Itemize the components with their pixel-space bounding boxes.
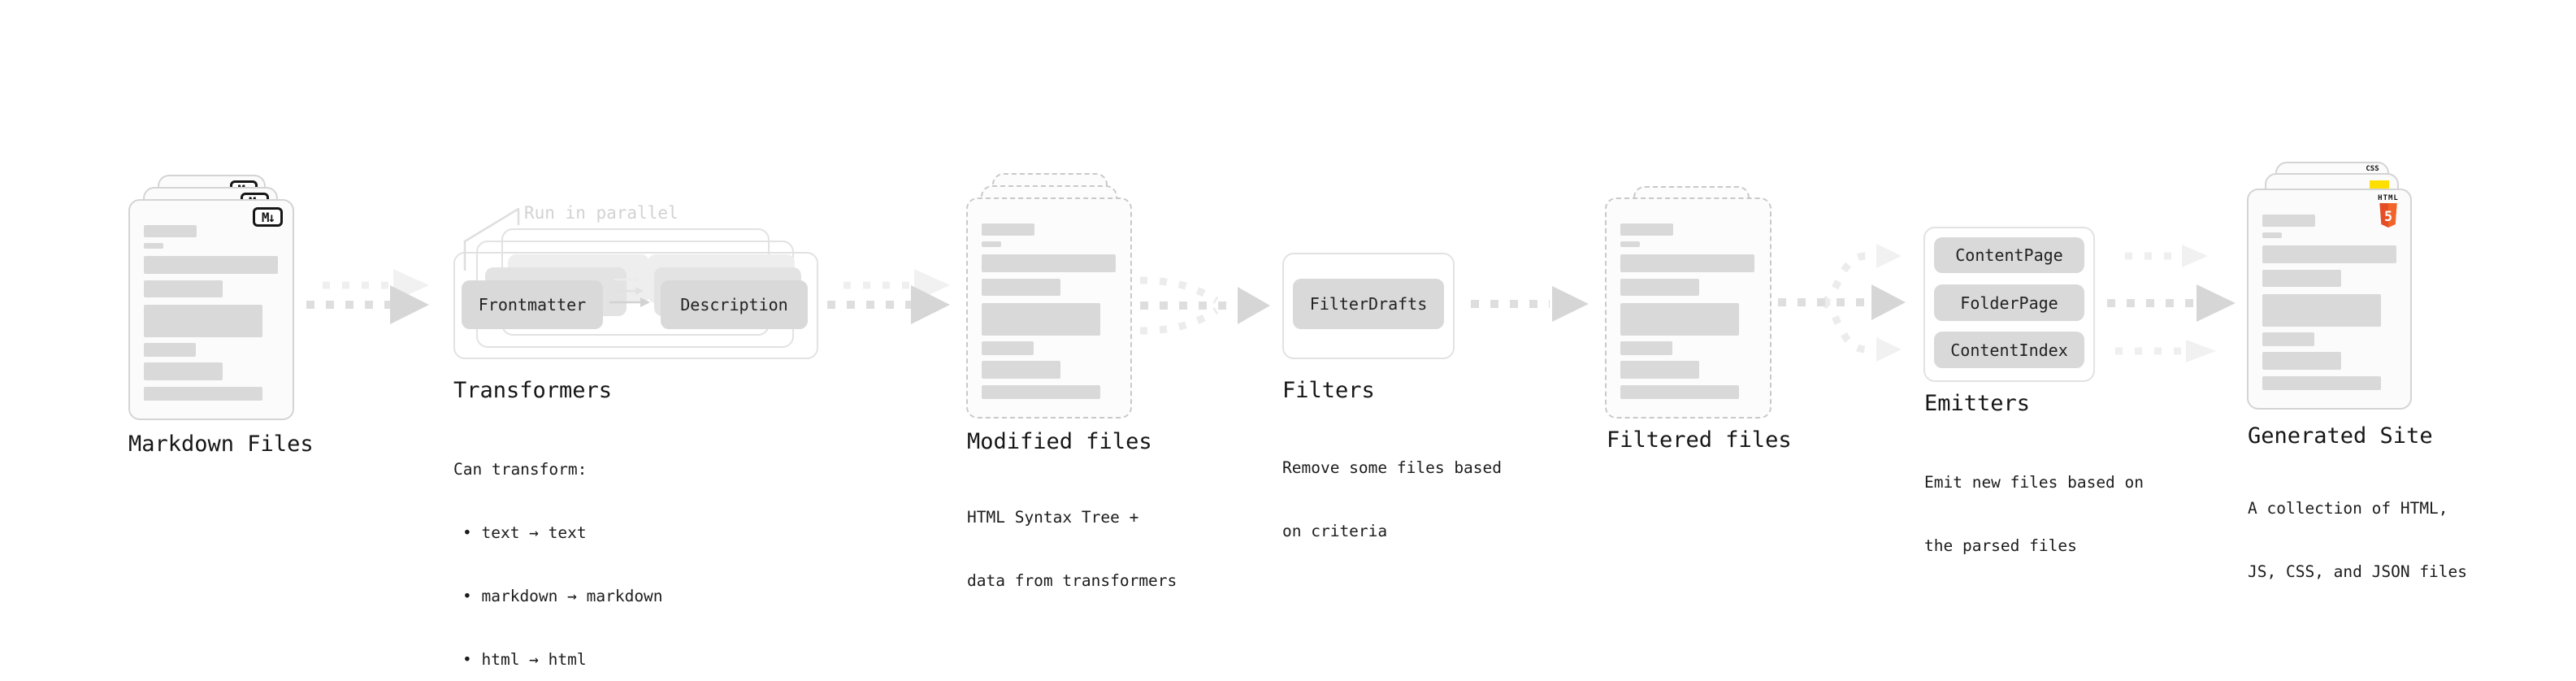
caption-line: A collection of HTML, — [2248, 499, 2448, 518]
placeholder-text-line — [2262, 376, 2381, 390]
transformers-panel-front — [453, 252, 818, 359]
placeholder-text-line — [1620, 341, 1672, 355]
js-badge — [2370, 180, 2389, 190]
placeholder-text-line — [144, 362, 223, 380]
placeholder-text-line — [982, 303, 1100, 336]
placeholder-text-line — [982, 223, 1034, 236]
transformers-title: Transformers — [453, 378, 613, 403]
placeholder-text-line — [2262, 332, 2314, 346]
caption-line: Can transform: — [453, 460, 588, 479]
caption-line: JS, CSS, and JSON files — [2248, 562, 2468, 581]
arrow-modified-to-filters — [1139, 276, 1270, 335]
placeholder-text-line — [982, 361, 1060, 379]
run-in-parallel-leader-line — [463, 207, 520, 271]
placeholder-text-line — [1620, 254, 1754, 272]
placeholder-text-line — [144, 243, 163, 249]
html5-label: HTML — [2378, 194, 2399, 202]
placeholder-text-line — [2262, 294, 2381, 327]
placeholder-text-line — [982, 341, 1034, 355]
caption-line: data from transformers — [967, 571, 1177, 590]
placeholder-text-line — [1620, 385, 1739, 399]
markdown-icon: M↓ — [253, 207, 283, 227]
contentpage-box: ContentPage — [1934, 237, 2084, 273]
placeholder-text-line — [2262, 232, 2282, 238]
placeholder-text-line — [1620, 241, 1640, 247]
placeholder-text-line — [982, 241, 1001, 247]
html5-icon: HTML 5 — [2378, 195, 2399, 231]
caption-line: • text → text — [462, 523, 587, 542]
description-box: Description — [661, 280, 808, 329]
placeholder-text-line — [2262, 245, 2396, 263]
svg-text:5: 5 — [2384, 208, 2392, 224]
filterdrafts-box: FilterDrafts — [1293, 279, 1444, 329]
arrow-filters-to-filtered — [1471, 286, 1589, 322]
arrow-transformers-to-modified — [827, 269, 950, 324]
caption-line: • markdown → markdown — [462, 587, 663, 605]
placeholder-text-line — [1620, 361, 1699, 379]
filters-caption: Remove some files based on criteria — [1282, 415, 1502, 584]
caption-line: Remove some files based — [1282, 458, 1503, 477]
placeholder-text-line — [144, 387, 262, 401]
arrow-markdown-to-transformers — [306, 269, 429, 324]
parallel-arrows-icon — [609, 275, 650, 307]
placeholder-text-line — [2262, 352, 2341, 370]
caption-line: HTML Syntax Tree + — [967, 508, 1139, 527]
arrow-filtered-to-emitters — [1778, 244, 1906, 362]
css-label: CSS — [2366, 165, 2379, 173]
modified-files-title: Modified files — [967, 429, 1152, 454]
placeholder-text-line — [1620, 279, 1699, 296]
transformers-caption: Can transform: • text → text • markdown … — [453, 417, 663, 681]
placeholder-text-line — [1620, 223, 1673, 236]
run-in-parallel-label: Run in parallel — [524, 203, 679, 223]
modified-file-card-front — [966, 197, 1132, 419]
placeholder-text-line — [982, 279, 1060, 296]
emitters-caption: Emit new files based on the parsed files — [1924, 430, 2144, 599]
filtered-file-card-front — [1605, 197, 1772, 419]
placeholder-text-line — [1620, 303, 1739, 336]
caption-line: • html → html — [462, 650, 587, 669]
filters-title: Filters — [1282, 378, 1375, 403]
caption-line: the parsed files — [1924, 536, 2077, 555]
generated-site-title: Generated Site — [2248, 423, 2433, 449]
generated-card-html: HTML 5 — [2247, 189, 2412, 410]
arrow-emitters-to-generated — [2107, 245, 2236, 362]
placeholder-text-line — [2262, 270, 2341, 287]
filtered-files-title: Filtered files — [1607, 427, 1792, 453]
contentindex-box: ContentIndex — [1934, 332, 2084, 368]
generated-site-caption: A collection of HTML, JS, CSS, and JSON … — [2248, 456, 2467, 625]
folderpage-box: FolderPage — [1934, 284, 2084, 321]
modified-files-caption: HTML Syntax Tree + data from transformer… — [967, 465, 1177, 634]
placeholder-text-line — [982, 254, 1116, 272]
caption-line: on criteria — [1282, 522, 1388, 540]
html5-shield: 5 — [2379, 203, 2397, 228]
markdown-files-title: Markdown Files — [128, 432, 314, 457]
placeholder-text-line — [982, 385, 1100, 399]
caption-line: Emit new files based on — [1924, 473, 2144, 492]
emitters-title: Emitters — [1924, 391, 2031, 416]
placeholder-text-line — [2262, 215, 2315, 227]
placeholder-text-line — [144, 343, 196, 357]
frontmatter-box: Frontmatter — [462, 280, 603, 329]
placeholder-text-line — [144, 305, 262, 337]
placeholder-text-line — [144, 256, 278, 274]
placeholder-text-line — [144, 225, 197, 237]
placeholder-text-line — [144, 280, 223, 297]
markdown-file-card-front: M↓ — [128, 199, 294, 420]
